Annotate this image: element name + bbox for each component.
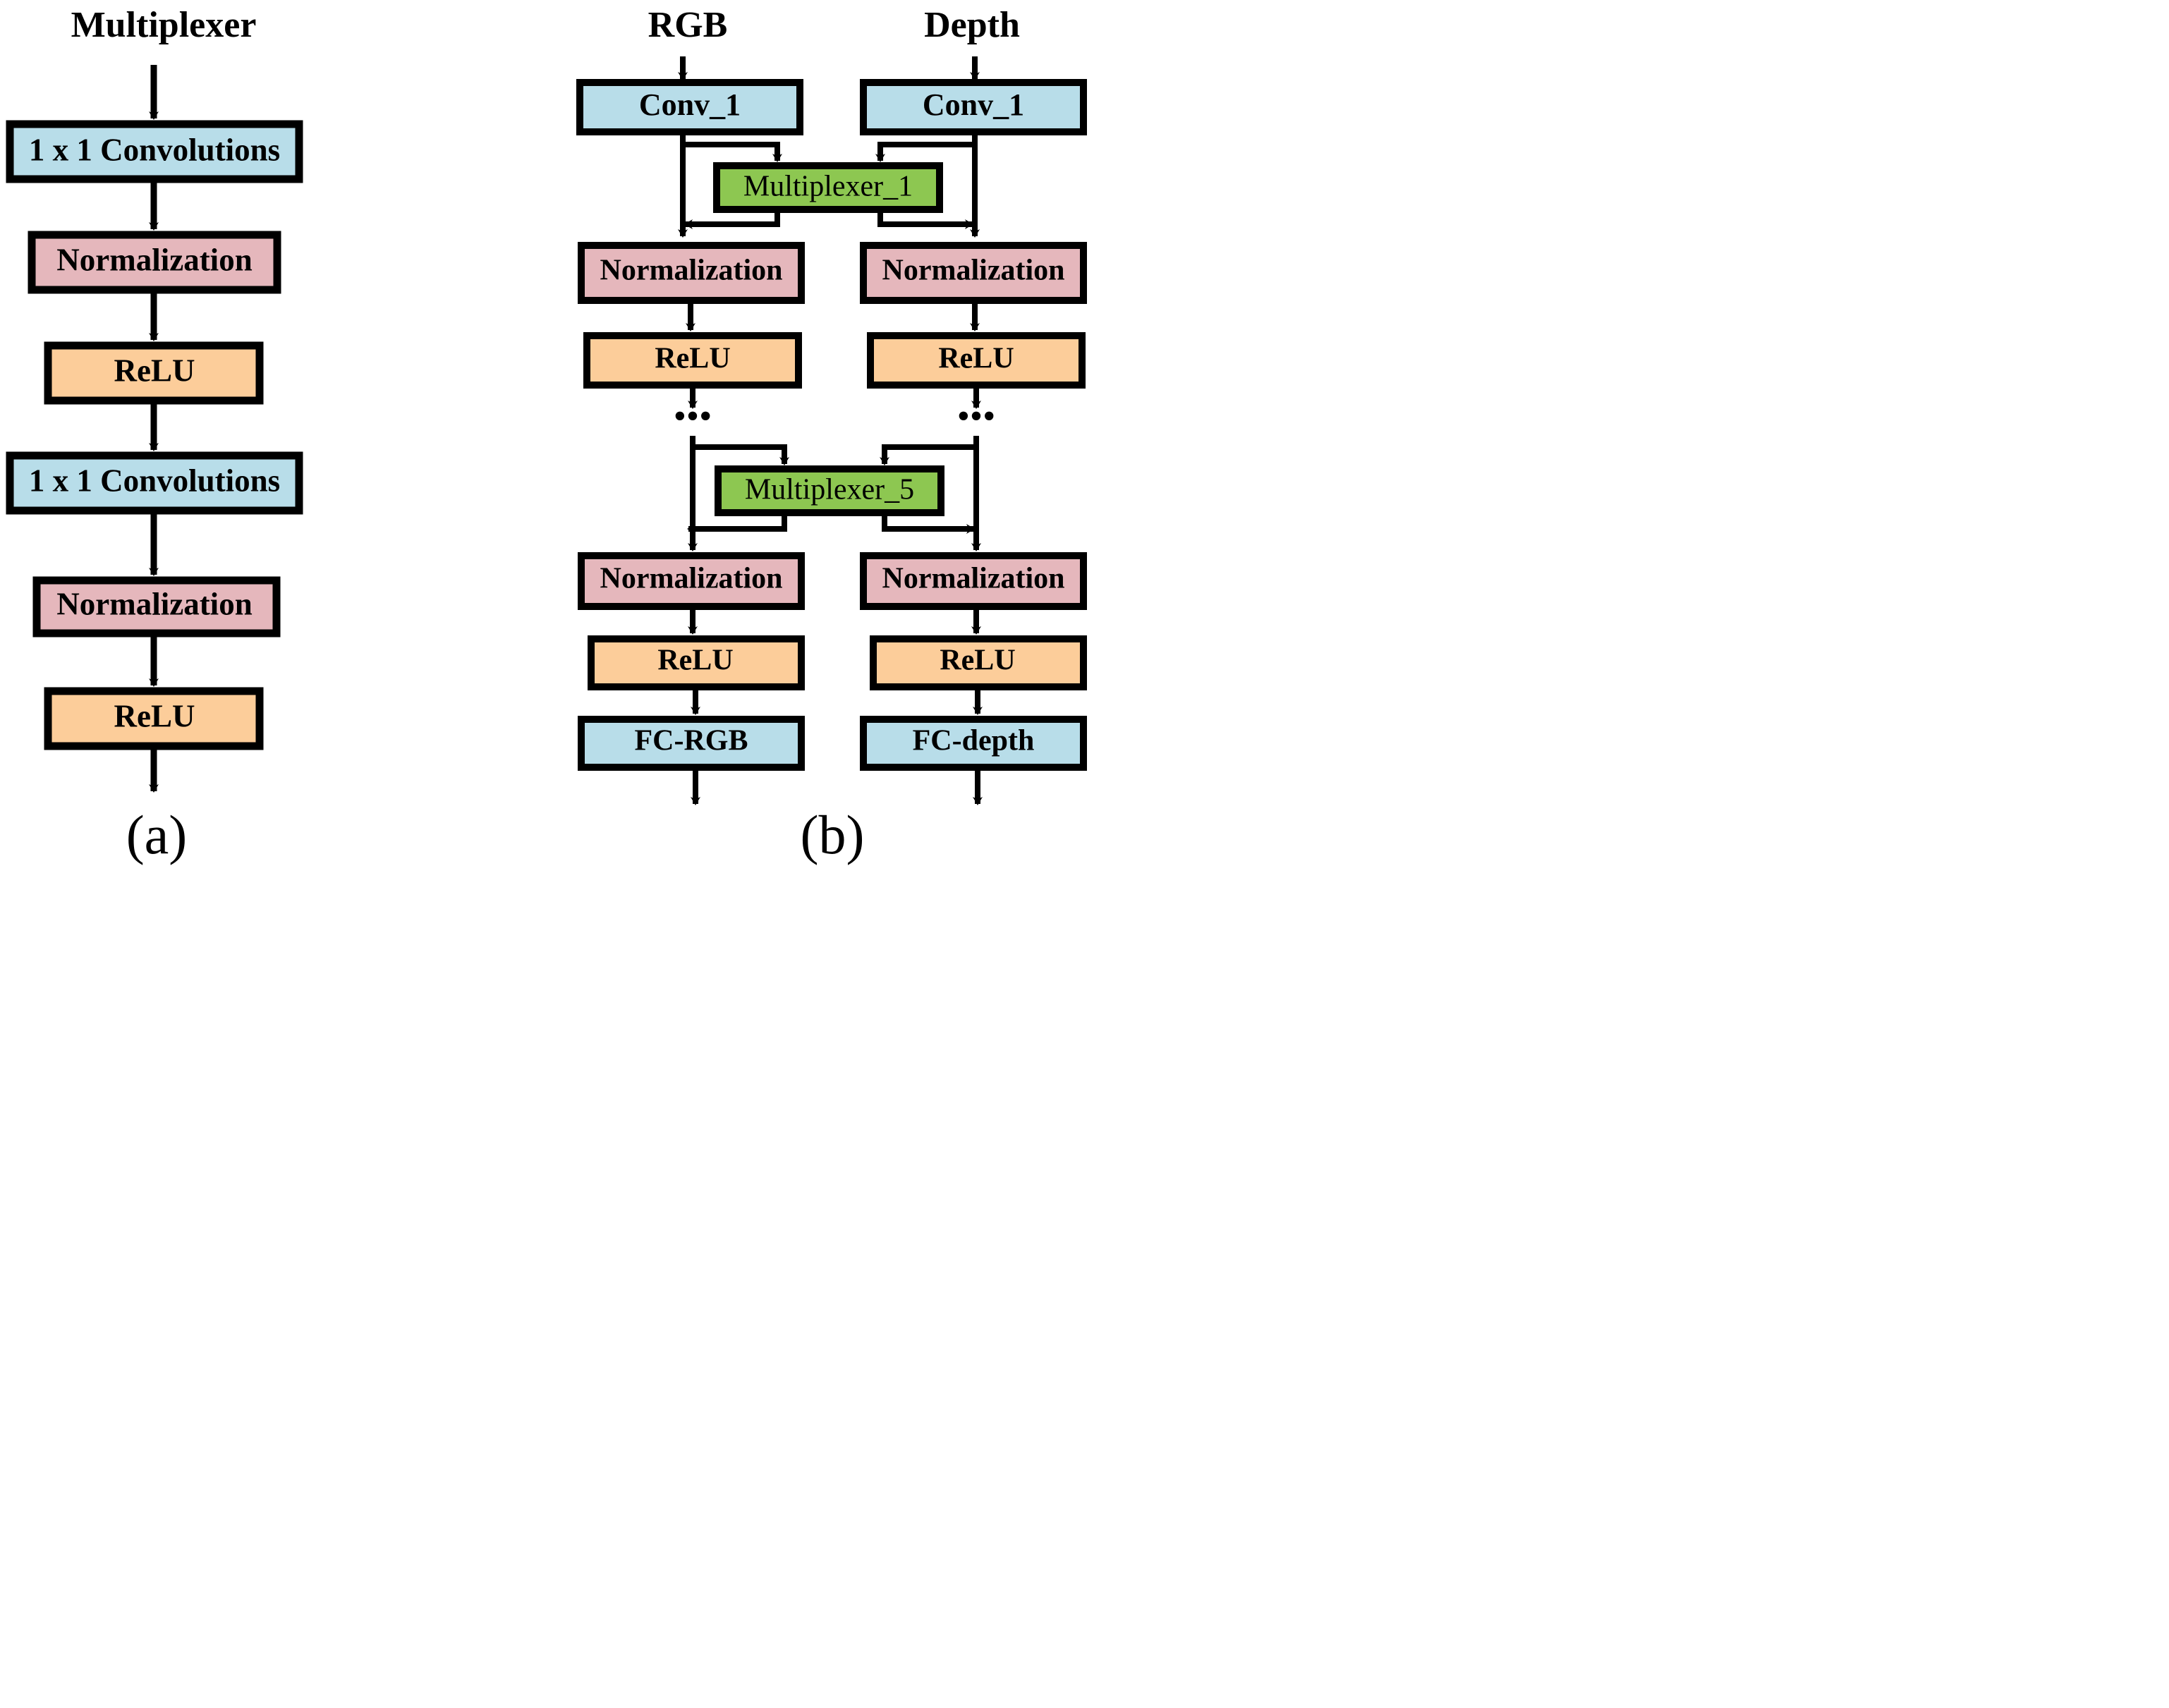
panel-b-right-block-norm1-box [860,242,1087,304]
panel-a-block-conv2-label: 1 x 1 Convolutions [29,463,280,498]
panel-b-multiplexer-1-box [713,162,943,213]
line-b-left-branch-into-mux5 [693,444,789,465]
panel-b-header-depth: Depth [924,5,1020,45]
panel-b-header-rgb: RGB [648,5,728,45]
panel-b-left-block-relu2-box [588,635,805,690]
panel-b-multiplexer-5-label: Multiplexer_5 [745,474,914,506]
panel-b-left-ellipsis: ••• [674,396,712,437]
panel-b-right-block-conv1-label: Conv_1 [923,87,1024,122]
panel-a-block-relu1-box [44,341,264,405]
line-b-mux5-out-right [882,513,975,534]
line-b-mux1-out-left [684,209,780,229]
panel-b-left-block-relu1-box [583,332,802,389]
panel-b-caption: (b) [801,804,865,865]
panel-b-left-block-norm1-label: Normalization [600,255,783,287]
panel-a: Multiplexer 1 x 1 Convolutions Normaliza… [6,5,303,865]
panel-a-block-relu1-label: ReLU [114,353,195,388]
panel-b-left-block-conv1-label: Conv_1 [639,87,741,122]
panel-b-right-block-fc-label: FC-depth [913,725,1035,757]
panel-b-right-ellipsis: ••• [957,396,996,437]
line-b-right-branch-into-mux1 [875,142,975,162]
line-b-mux1-out-right [877,209,973,229]
panel-b-multiplexer-1-label: Multiplexer_1 [743,171,913,203]
panel-a-header: Multiplexer [71,5,257,45]
panel-b-left-block-relu2-label: ReLU [657,645,733,677]
panel-a-block-conv1-label: 1 x 1 Convolutions [29,132,280,167]
panel-a-block-norm2-label: Normalization [56,586,252,621]
panel-a-caption: (a) [126,804,188,865]
panel-a-block-relu2-box [44,687,264,750]
panel-b-right-block-norm2-box [860,552,1087,610]
panel-b-left-block-relu1-label: ReLU [655,343,730,375]
panel-a-block-norm1-label: Normalization [56,242,252,277]
panel-b: RGB Depth Conv_1 Normalization ReLU [576,5,1087,865]
panel-b-right-block-relu1-label: ReLU [938,343,1014,375]
panel-b-left-block-conv1-box [576,79,803,135]
panel-b-left-block-fc-box [578,716,805,771]
panel-b-left-block-norm2-label: Normalization [600,563,783,595]
panel-b-right-block-norm1-label: Normalization [882,255,1065,287]
line-b-left-branch-into-mux1 [683,142,782,162]
panel-b-right-block-fc-box [860,716,1087,771]
panel-a-block-norm1-box [28,231,281,294]
line-b-mux5-out-left [687,513,787,534]
line-b-right-branch-into-mux5 [880,444,976,465]
panel-b-multiplexer-5-box [715,465,944,516]
panel-b-left-block-fc-label: FC-RGB [635,725,748,757]
panel-b-right-block-relu2-label: ReLU [940,645,1015,677]
panel-a-block-relu2-label: ReLU [114,698,195,733]
panel-b-right-block-norm2-label: Normalization [882,563,1065,595]
